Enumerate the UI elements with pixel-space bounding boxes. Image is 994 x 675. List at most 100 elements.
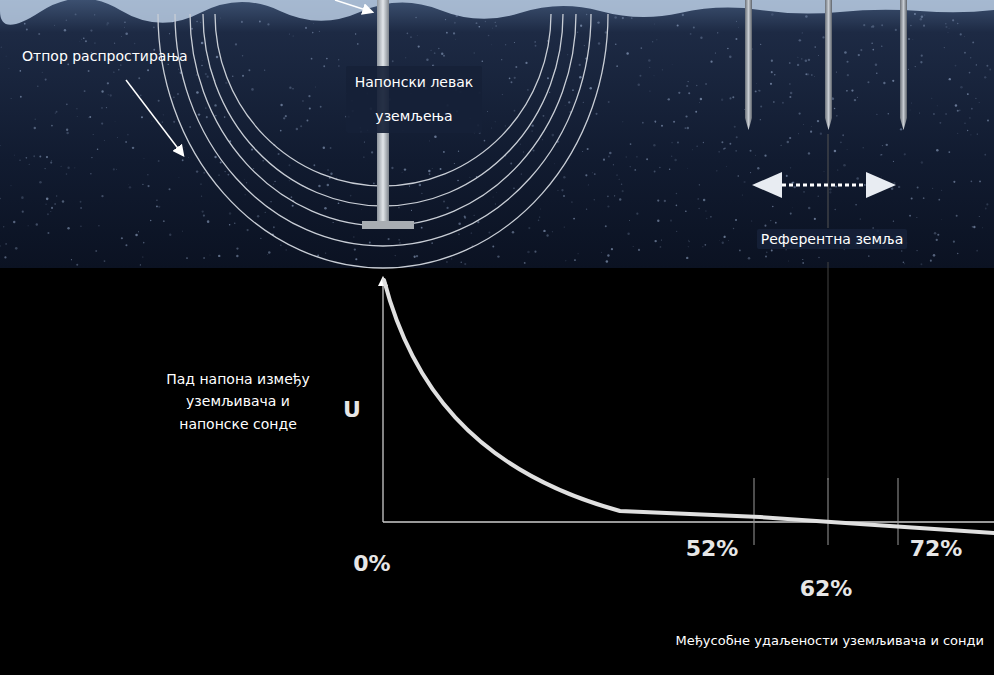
speckle <box>710 216 711 217</box>
speckle <box>834 108 835 109</box>
speckle <box>585 174 587 176</box>
speckle <box>505 44 506 45</box>
speckle <box>748 257 751 260</box>
speckle <box>56 111 58 113</box>
speckle <box>802 123 804 125</box>
speckle <box>771 250 773 252</box>
speckle <box>163 220 165 222</box>
speckle <box>80 38 82 40</box>
speckle <box>162 121 164 123</box>
speckle <box>318 30 320 32</box>
speckle <box>224 116 226 118</box>
speckle <box>952 19 954 21</box>
speckle <box>920 18 922 20</box>
speckle <box>173 96 175 98</box>
speckle <box>205 73 207 75</box>
speckle <box>446 32 448 34</box>
speckle <box>808 59 810 61</box>
speckle <box>754 154 756 156</box>
speckle <box>987 119 989 121</box>
speckle <box>305 27 307 29</box>
speckle <box>107 22 109 24</box>
speckle <box>837 170 838 171</box>
speckle <box>476 22 478 24</box>
speckle <box>872 25 874 27</box>
speckle <box>710 61 712 63</box>
speckle <box>582 151 583 152</box>
speckle <box>227 174 229 176</box>
speckle <box>953 241 955 243</box>
speckle <box>241 21 243 23</box>
speckle <box>911 197 913 199</box>
speckle <box>634 169 636 171</box>
speckle <box>614 195 615 196</box>
speckle <box>637 83 640 86</box>
speckle <box>846 61 848 63</box>
speckle <box>957 253 958 254</box>
speckle <box>218 255 220 257</box>
speckle <box>801 58 802 59</box>
speckle <box>608 155 610 157</box>
speckle <box>405 57 406 58</box>
speckle <box>584 45 585 46</box>
speckle <box>458 222 461 225</box>
speckle <box>915 66 916 67</box>
speckle <box>626 52 628 54</box>
speckle <box>540 208 542 210</box>
speckle <box>733 228 734 229</box>
speckle <box>790 92 793 95</box>
speckle <box>699 102 701 104</box>
speckle <box>158 160 160 162</box>
speckle <box>320 106 322 108</box>
speckle <box>653 75 655 77</box>
speckle <box>636 213 638 215</box>
annotation-label: Отпор распростирања <box>22 46 222 66</box>
speckle <box>916 217 917 218</box>
speckle <box>66 20 68 22</box>
speckle <box>446 261 448 263</box>
speckle <box>62 200 64 202</box>
y-axis <box>382 278 383 522</box>
speckle <box>93 134 94 135</box>
speckle <box>512 231 514 233</box>
speckle <box>415 17 416 18</box>
speckle <box>22 211 24 213</box>
speckle <box>535 45 537 47</box>
speckle <box>198 113 200 115</box>
speckle <box>140 95 142 97</box>
speckle <box>732 96 734 98</box>
speckle <box>775 222 777 224</box>
speckle <box>318 185 320 187</box>
speckle <box>971 108 973 110</box>
speckle <box>688 92 690 94</box>
speckle <box>705 210 707 212</box>
speckle <box>661 240 662 241</box>
speckle <box>262 160 264 162</box>
speckle <box>183 147 185 149</box>
speckle <box>458 234 459 235</box>
speckle <box>654 121 656 123</box>
speckle <box>738 175 739 176</box>
speckle <box>355 258 357 260</box>
speckle <box>273 226 275 228</box>
annotation-label: Референтна земља <box>757 229 907 249</box>
speckle <box>881 154 882 155</box>
speckle <box>764 155 766 157</box>
speckle <box>868 255 870 257</box>
speckle <box>42 72 43 73</box>
speckle <box>921 161 923 163</box>
speckle <box>607 195 609 197</box>
speckle <box>39 181 42 184</box>
speckle <box>648 59 651 62</box>
speckle <box>391 167 393 169</box>
speckle <box>629 166 631 168</box>
speckle <box>563 195 565 197</box>
speckle <box>434 135 437 138</box>
speckle <box>80 226 81 227</box>
speckle <box>904 153 906 155</box>
speckle <box>113 168 115 170</box>
speckle <box>54 24 56 26</box>
speckle <box>207 76 209 78</box>
speckle <box>285 115 287 117</box>
speckle <box>655 121 657 123</box>
